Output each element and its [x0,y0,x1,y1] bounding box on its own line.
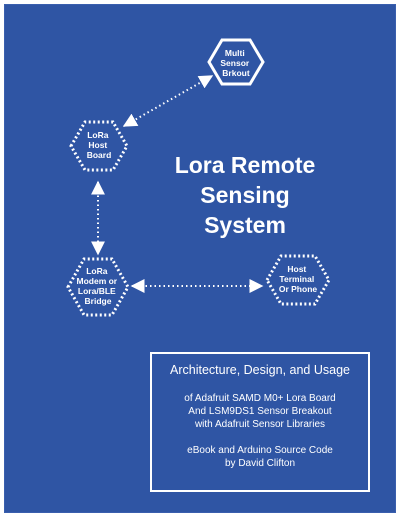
node-lora-host-line-1: LoRa [87,130,109,140]
svg-text:LoRa Host Boar: LoRa Host Board [87,130,112,160]
svg-text:LoRa Modem or: LoRa Modem or Lora/BLE Bridge [77,266,120,306]
node-lora-modem-line-3: Lora/BLE [78,286,116,296]
node-host-terminal-line-3: Or Phone [279,284,318,294]
node-lora-host: LoRa Host Board [69,120,129,172]
info-description-line-2: And LSM9DS1 Sensor Breakout [188,406,332,417]
title-line-2: Sensing [200,182,290,208]
node-lora-host-line-3: Board [87,150,112,160]
node-lora-host-line-2: Host [88,140,107,150]
svg-text:Host Terminal: Host Terminal Or Phone [279,264,318,294]
info-credit-line-2: by David Clifton [224,458,296,469]
node-host-terminal: Host Terminal Or Phone [265,254,331,306]
info-credits: eBook and Arduino Source Code by David C… [152,444,368,470]
title-line-1: Lora Remote [174,152,316,178]
info-description-line-1: of Adafruit SAMD M0+ Lora Board [184,393,336,404]
node-lora-modem-line-4: Bridge [85,296,112,306]
node-multi-sensor-line-1: Multi [225,48,245,58]
node-host-terminal-line-1: Host [287,264,306,274]
book-title: Lora Remote Sensing System [145,150,345,240]
node-multi-sensor: Multi Sensor Brkout [207,38,265,86]
node-lora-modem-line-2: Modem or [77,276,118,286]
info-credit-line-1: eBook and Arduino Source Code [187,445,333,456]
node-lora-modem: LoRa Modem or Lora/BLE Bridge [66,257,130,317]
info-box: Architecture, Design, and Usage of Adafr… [150,352,370,492]
svg-text:Multi Sensor B: Multi Sensor Brkout [220,48,251,78]
node-host-terminal-line-2: Terminal [279,274,314,284]
node-lora-modem-line-1: LoRa [86,266,108,276]
link-host-to-sensor [122,75,214,127]
info-heading: Architecture, Design, and Usage [170,363,350,377]
node-multi-sensor-line-3: Brkout [222,68,250,78]
title-line-3: System [204,212,286,238]
info-description: of Adafruit SAMD M0+ Lora Board And LSM9… [152,392,368,431]
info-description-line-3: with Adafruit Sensor Libraries [194,419,326,430]
node-multi-sensor-line-2: Sensor [220,58,250,68]
